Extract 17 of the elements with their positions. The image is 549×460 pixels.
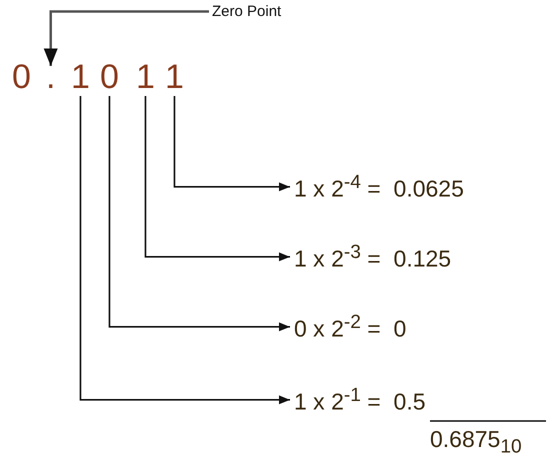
place-value-term: 1 x 2$^{-3}$ = 0.125: [294, 243, 452, 271]
sum-result: 0.6875$_{10}$: [430, 428, 522, 457]
binary-digit: 0: [100, 60, 119, 94]
place-value-term: 1 x 2$^{-4}$ = 0.0625: [294, 173, 464, 201]
callout-text: Zero Point: [212, 4, 282, 19]
integer-digit: 0: [12, 60, 31, 94]
place-value-term: 0 x 2$^{-2}$ = 0: [294, 313, 406, 341]
binary-point: .: [46, 60, 56, 94]
arrow: [144, 96, 290, 262]
binary-digit: 1: [136, 60, 155, 94]
arrow: [108, 96, 290, 332]
arrow: [80, 96, 290, 404]
arrow: [174, 96, 290, 192]
binary-digit: 1: [165, 60, 184, 94]
binary-digit: 1: [71, 60, 90, 94]
arrow: [44, 10, 209, 66]
place-value-term: 1 x 2$^{-1}$ = 0.5: [294, 386, 426, 414]
